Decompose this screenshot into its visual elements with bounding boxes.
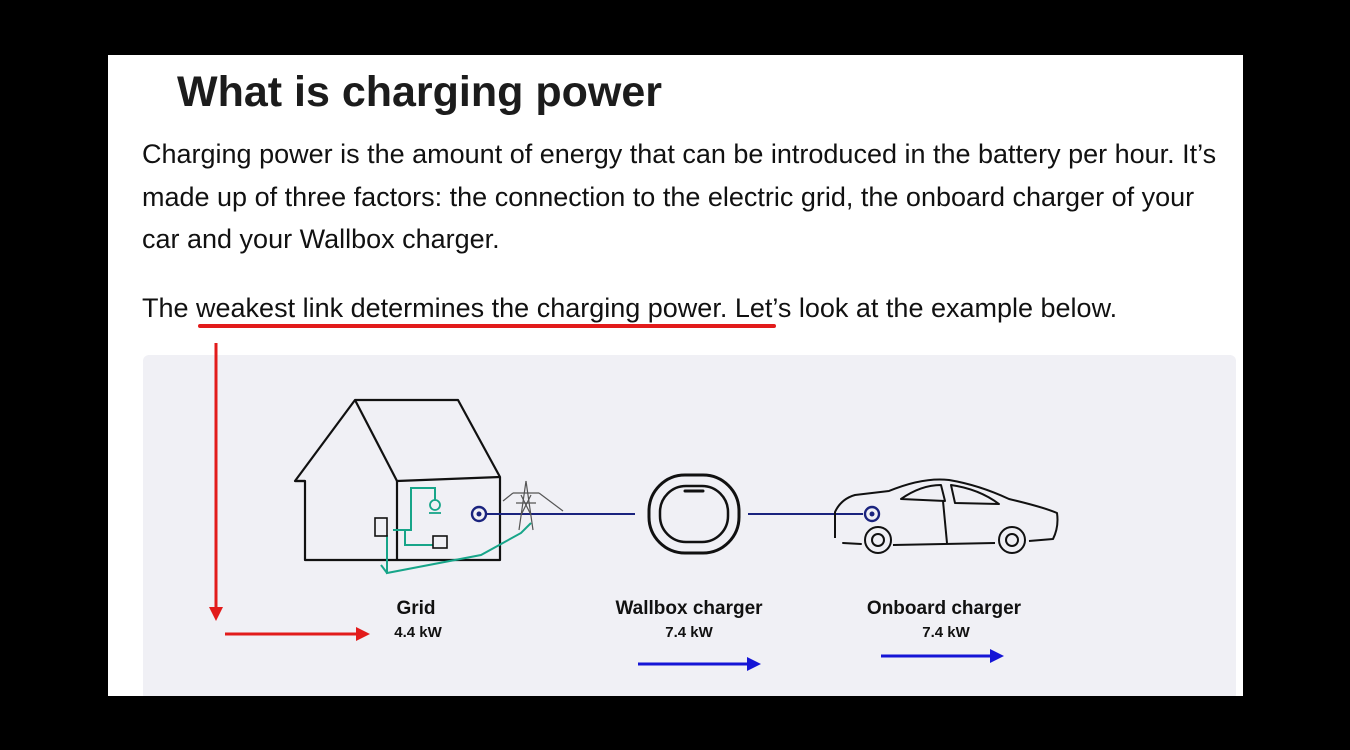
intro-paragraph: Charging power is the amount of energy t… xyxy=(142,139,1217,254)
wallbox-label: Wallbox charger xyxy=(615,598,763,619)
paragraph-start-text: The xyxy=(142,293,197,323)
weakest-link-paragraph: The weakest link determines the charging… xyxy=(142,287,1222,330)
grid-label: Grid xyxy=(396,598,435,619)
car-charging-port-dot xyxy=(863,505,881,523)
onboard-power-value: 7.4 kW xyxy=(922,624,970,641)
charging-power-diagram: Grid 4.4 kW Wallbox charger 7.4 kW Onboa… xyxy=(143,355,1236,696)
socket-icon xyxy=(432,535,448,549)
house-wiring xyxy=(380,487,532,575)
article-title: What is charging power xyxy=(177,68,662,116)
house-icon xyxy=(293,398,502,562)
power-pylon-icon xyxy=(502,480,564,531)
highlighted-phrase: weakest link determines the charging pow… xyxy=(196,293,728,323)
diagram-illustration: Grid 4.4 kW Wallbox charger 7.4 kW Onboa… xyxy=(293,398,1059,641)
paragraph-end-text: Let’s look at the example below. xyxy=(727,293,1118,323)
light-bulb-icon xyxy=(429,499,441,514)
wallbox-power-value: 7.4 kW xyxy=(665,624,713,641)
car-icon xyxy=(834,478,1059,554)
wallbox-charger-icon xyxy=(647,473,741,555)
onboard-charger-label: Onboard charger xyxy=(867,598,1022,619)
article-page: What is charging power Charging power is… xyxy=(108,55,1243,696)
grid-power-value: 4.4 kW xyxy=(394,624,442,641)
fuse-box-icon xyxy=(374,517,388,537)
